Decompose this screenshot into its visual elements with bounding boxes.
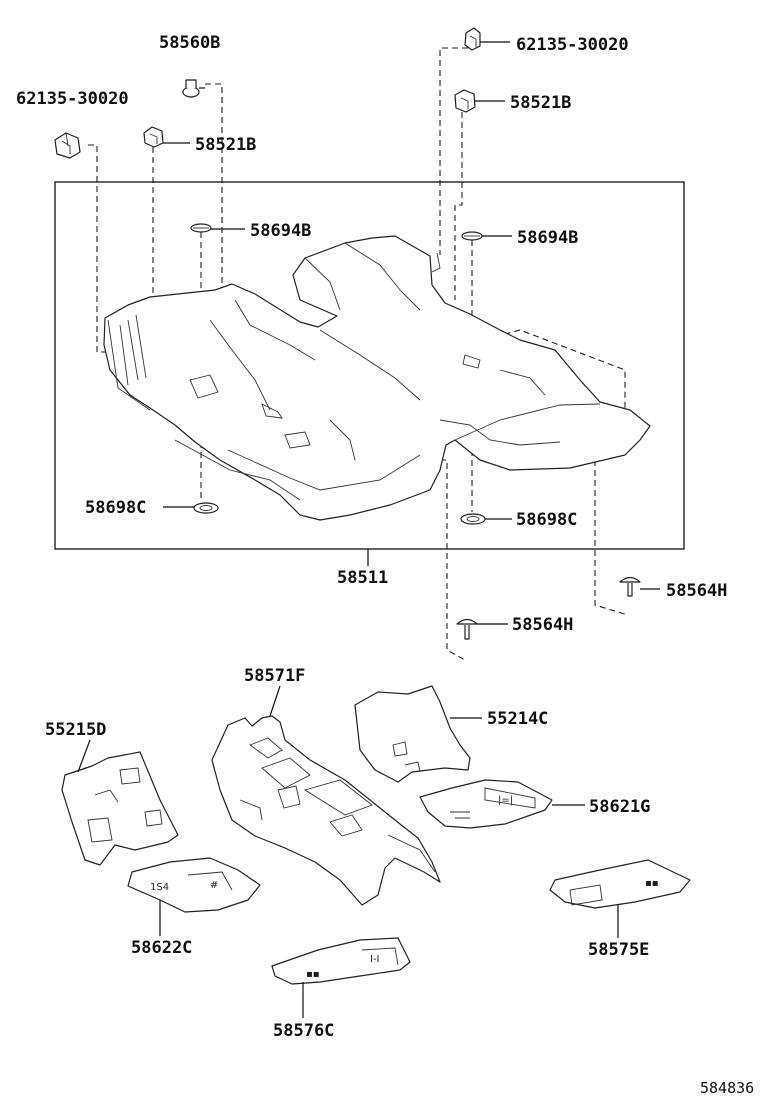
svg-text:#: # — [210, 880, 218, 891]
label-58564H-center: 58564H — [512, 615, 573, 635]
plug-58698C-left — [193, 502, 219, 514]
screw-58564H-right — [619, 576, 641, 597]
svg-text:I-I: I-I — [370, 954, 380, 965]
label-58576C: 58576C — [273, 1021, 334, 1041]
top-leaders — [163, 41, 660, 625]
mat-58622C: 1S4 # — [127, 857, 261, 913]
mat-58576C: ▪▪ I-I — [271, 937, 411, 985]
label-58698C-right: 58698C — [516, 510, 577, 530]
label-58698C-left: 58698C — [85, 498, 146, 518]
label-62135-right: 62135-30020 — [516, 35, 629, 55]
pad-58571F — [211, 715, 441, 906]
label-58521B-right: 58521B — [510, 93, 571, 113]
label-58575E: 58575E — [588, 940, 649, 960]
mat-58621G: |=| — [419, 779, 553, 829]
clip-62135-left — [54, 132, 81, 159]
plug-58698C-right — [460, 513, 486, 525]
svg-text:|=|: |=| — [498, 795, 513, 806]
assembly-frame — [54, 181, 685, 550]
label-58694B-right: 58694B — [517, 228, 578, 248]
lower-leaders — [77, 685, 619, 1018]
label-58621G: 58621G — [589, 797, 650, 817]
label-58521B-left: 58521B — [195, 135, 256, 155]
clip-62135-right — [464, 27, 481, 51]
label-55215D: 55215D — [45, 720, 106, 740]
svg-text:▪▪: ▪▪ — [645, 878, 659, 889]
plug-58694B-right — [461, 231, 483, 241]
label-58564H-right: 58564H — [666, 581, 727, 601]
pad-55215D — [61, 751, 179, 866]
floor-carpet-58511 — [103, 235, 651, 521]
svg-text:1S4: 1S4 — [150, 882, 169, 893]
label-58622C: 58622C — [131, 938, 192, 958]
grommet-58560B — [182, 79, 205, 98]
diagram-id: 584836 — [700, 1079, 754, 1097]
screw-58564H-center — [456, 618, 478, 640]
svg-text:▪▪: ▪▪ — [306, 969, 320, 980]
label-58560B: 58560B — [159, 33, 220, 53]
label-58694B-left: 58694B — [250, 221, 311, 241]
clip-58521B-left — [143, 126, 164, 148]
pad-55214C — [354, 685, 471, 783]
clip-58521B-right — [454, 89, 476, 113]
label-62135-left: 62135-30020 — [16, 89, 129, 109]
label-58571F: 58571F — [244, 666, 305, 686]
label-58511: 58511 — [337, 568, 388, 588]
label-55214C: 55214C — [487, 709, 548, 729]
plug-58694B-left — [190, 223, 212, 233]
mat-58575E: ▪▪ — [549, 859, 691, 909]
